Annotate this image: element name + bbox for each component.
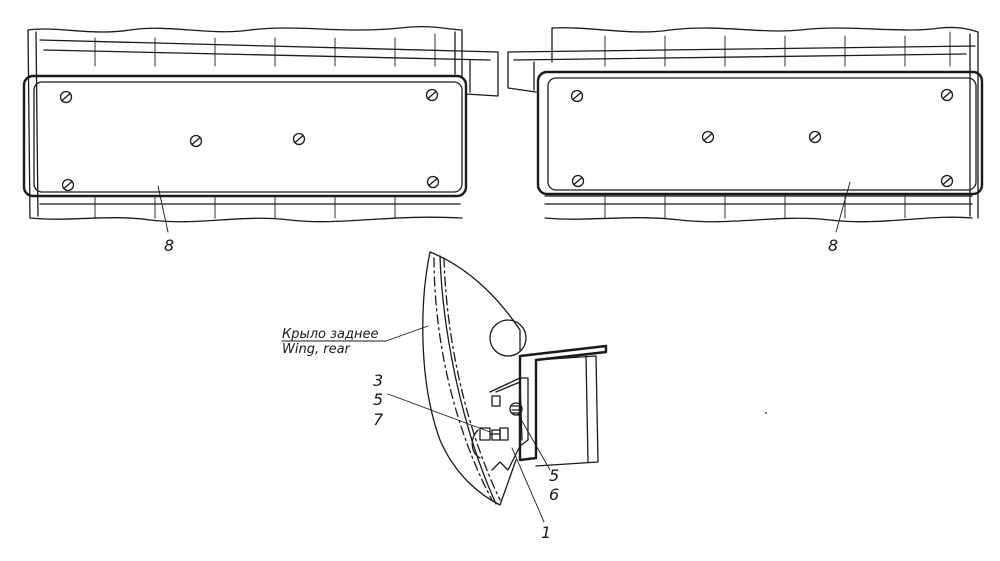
right-plate-inner — [547, 77, 977, 191]
right-plate-assembly: 8 — [507, 26, 984, 255]
screw-icon — [426, 175, 440, 189]
mounting-bracket — [489, 377, 529, 471]
right-plate-outer — [536, 70, 984, 196]
wing-centerline-2 — [443, 257, 501, 501]
round-lamp — [489, 319, 527, 357]
left-rail — [39, 39, 499, 97]
left-plate-screws — [59, 88, 440, 192]
wing-label-underline — [281, 325, 429, 342]
right-rail — [507, 45, 976, 93]
right-bumper-bottom-edge — [544, 216, 973, 223]
leader-line-5-6 — [517, 413, 551, 471]
side-section-view: Крыло заднее Wing, rear 3 5 7 5 6 1 — [281, 251, 608, 542]
callout-5-left: 5 — [373, 390, 383, 409]
screw-icon — [59, 90, 73, 104]
screw-icon — [292, 132, 306, 146]
screw-icon — [61, 178, 75, 192]
plate-holder-side — [518, 344, 608, 462]
wing-centerline-1 — [433, 257, 493, 501]
callout-8-right: 8 — [828, 236, 838, 255]
speck — [765, 412, 767, 414]
left-bumper-top-edge — [27, 25, 463, 33]
screw-icon — [571, 174, 585, 188]
screw-icon — [425, 88, 439, 102]
screw-icon — [701, 130, 715, 144]
callout-5-right: 5 — [549, 466, 559, 485]
wing-label-ru: Крыло заднее — [282, 327, 379, 342]
bolt-nut-icon — [479, 427, 509, 441]
right-bumper-top-edge — [551, 26, 979, 33]
screw-icon — [189, 134, 203, 148]
callout-3: 3 — [373, 371, 383, 390]
left-plate-outer — [22, 74, 468, 198]
callout-1: 1 — [541, 523, 551, 542]
callout-8-left: 8 — [164, 236, 174, 255]
right-plate-screws — [570, 88, 954, 188]
left-plate-inner — [33, 81, 463, 193]
wing-label-en: Wing, rear — [282, 342, 352, 357]
callout-6: 6 — [549, 485, 559, 504]
callout-7: 7 — [373, 410, 384, 429]
leader-line-1 — [511, 447, 545, 523]
bolt-nut-icon — [491, 395, 523, 416]
screw-icon — [808, 130, 822, 144]
screw-icon — [940, 174, 954, 188]
left-bumper-bottom-edge — [29, 216, 463, 223]
screw-icon — [940, 88, 954, 102]
leader-line-8-left — [157, 185, 169, 233]
left-plate-assembly: 8 — [22, 25, 499, 255]
screw-icon — [570, 89, 584, 103]
leader-line-3-5-7 — [387, 393, 491, 433]
leader-line-8-right — [835, 181, 851, 233]
